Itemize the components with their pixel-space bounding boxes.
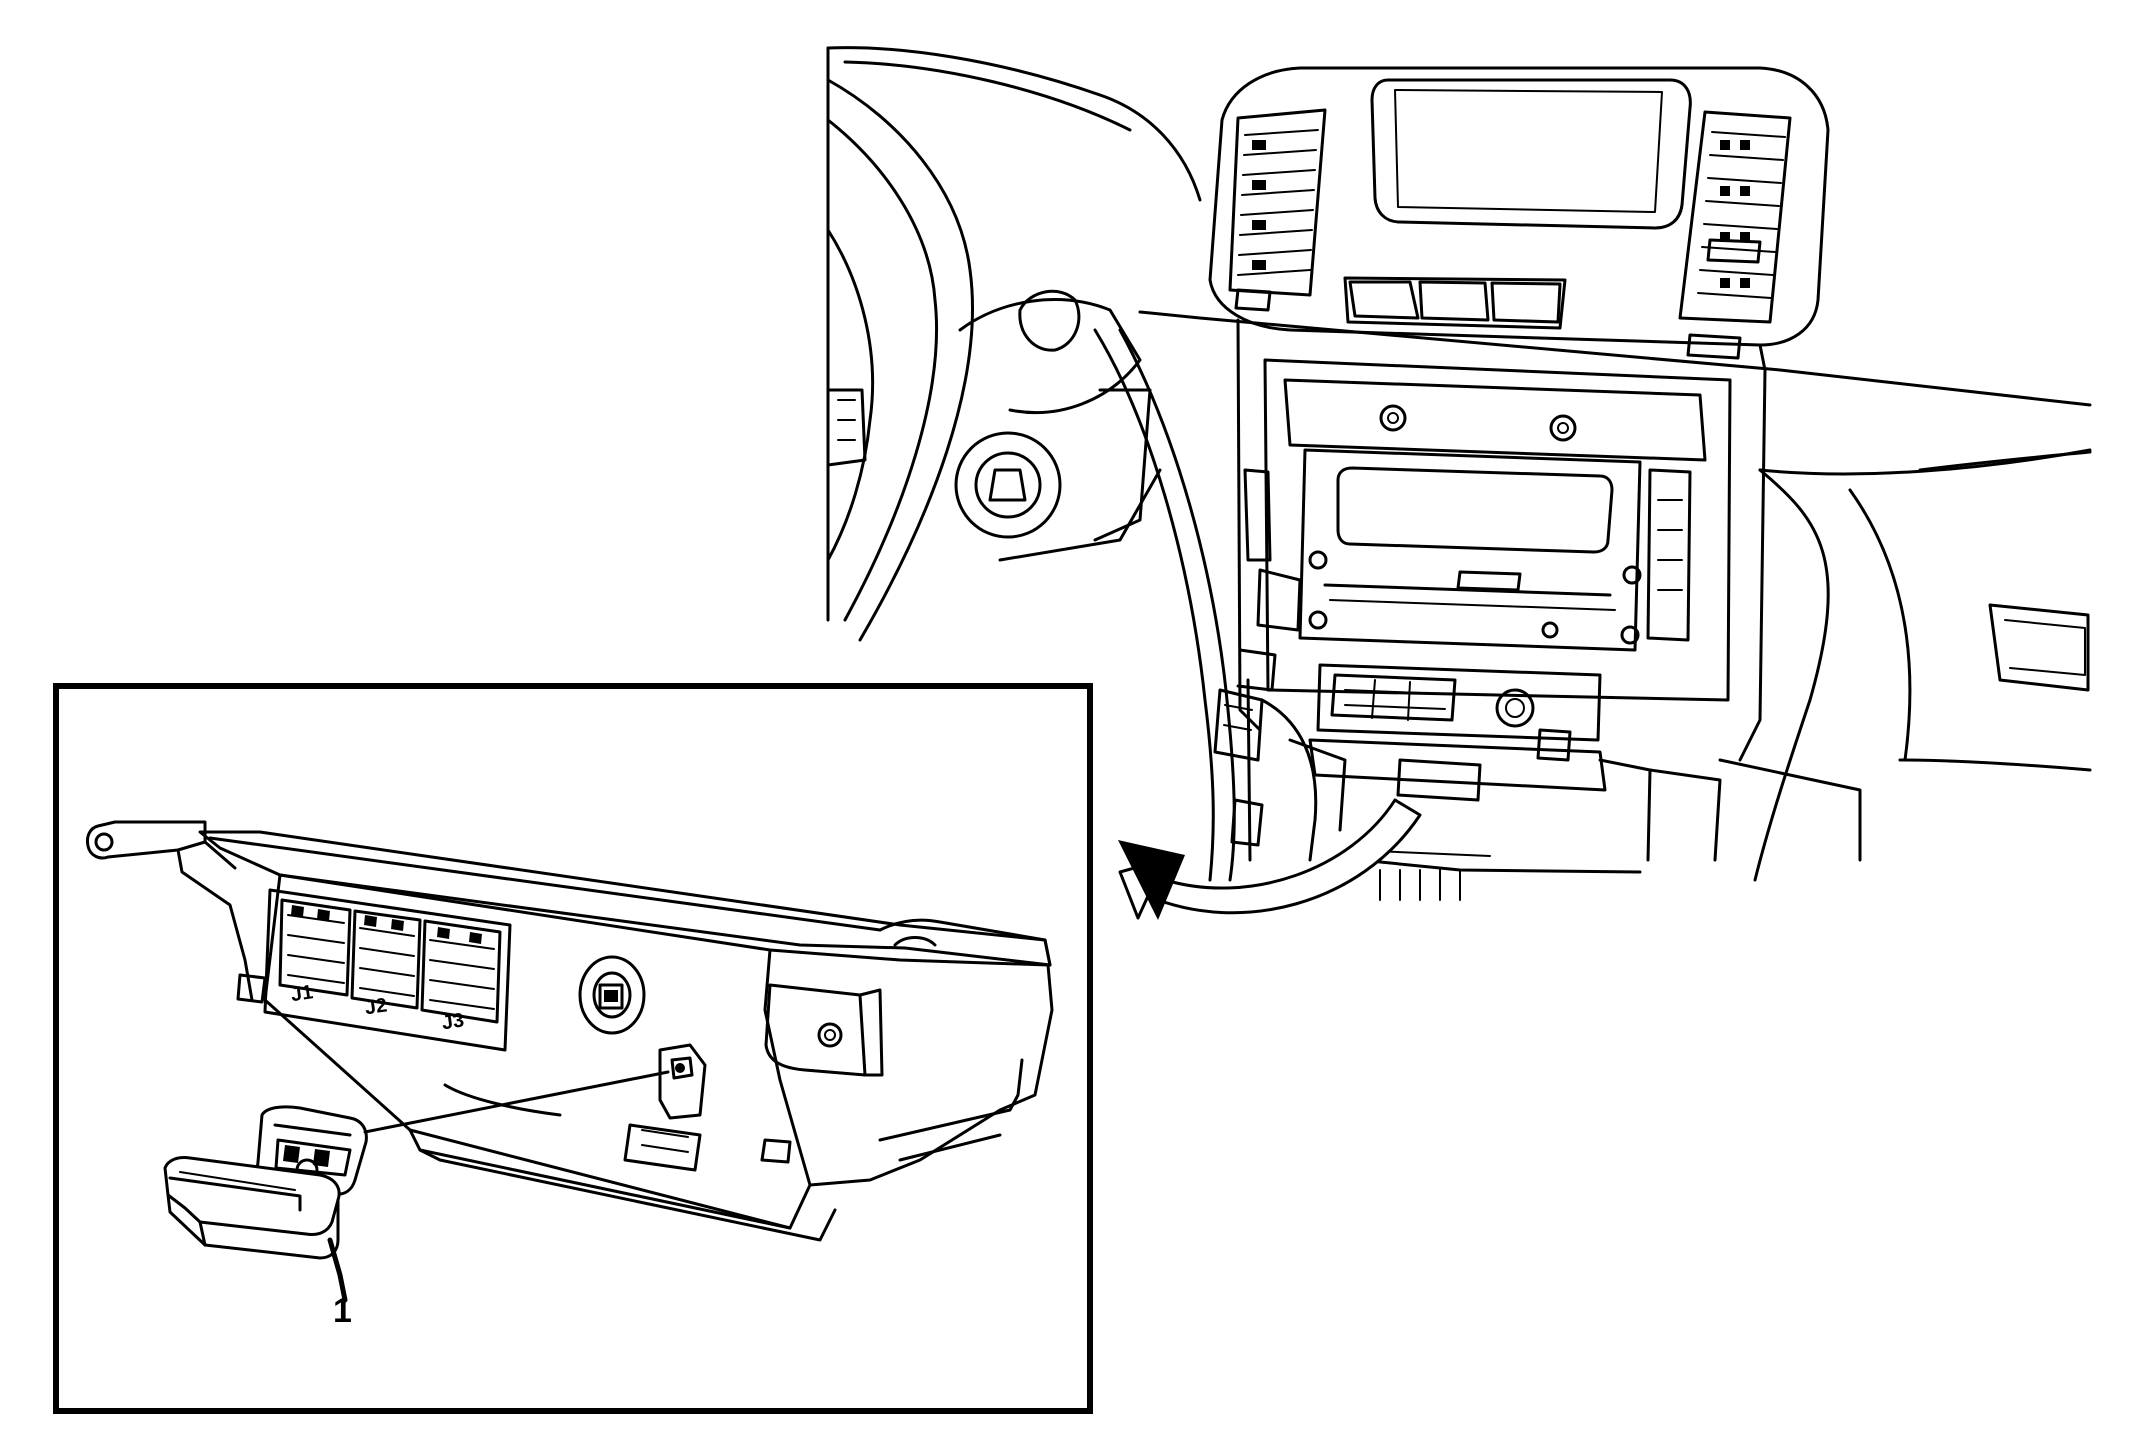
left-air-vent [1228, 108, 1327, 312]
callout-1: 1 [327, 1237, 352, 1330]
connector-j1: J1 [278, 898, 352, 1006]
dashboard-overview [826, 46, 2092, 920]
trim-panel-strap [1093, 328, 1236, 882]
steering-wheel [826, 78, 974, 642]
radio-cavity [1236, 318, 1767, 762]
callout-label-1: 1 [333, 1292, 352, 1330]
instrument-cluster-edge [826, 388, 867, 467]
connector-j2: J2 [350, 909, 422, 1019]
center-stack-bezel [1208, 66, 1830, 347]
dash-top-line [1138, 310, 2092, 407]
connector-bank: J1 J2 J3 [236, 888, 512, 1052]
module-mounting-tab-right [764, 983, 867, 1077]
ignition-switch [954, 431, 1062, 539]
callout-leader [327, 1237, 348, 1303]
glove-box-handle [1988, 603, 2090, 692]
inset-frame [53, 683, 1093, 1414]
connector-label-j1: J1 [289, 981, 314, 1006]
mounting-stud [578, 955, 646, 1035]
sensor-mount [658, 1043, 707, 1120]
removed-sensor [163, 1070, 670, 1260]
installed-module [1308, 663, 1607, 802]
connector-j3: J3 [420, 919, 502, 1034]
radio-face [1298, 448, 1642, 652]
module-mounting-tab-left [86, 820, 254, 1002]
connector-label-j2: J2 [363, 994, 388, 1019]
steering-column [954, 289, 1162, 562]
display-buttons [1343, 276, 1567, 330]
module-housing [198, 830, 1054, 1242]
detail-inset: J1 J2 J3 [53, 683, 1093, 1414]
right-air-vent [1678, 110, 1792, 360]
dashboard-clip-edges [826, 46, 1202, 622]
installation-line [363, 1070, 670, 1134]
display-screen [1370, 78, 1692, 230]
connector-label-j3: J3 [440, 1009, 465, 1034]
lower-console [1213, 648, 1862, 901]
removal-direction-arrow [1118, 798, 1422, 920]
passenger-dash [1753, 450, 2092, 882]
